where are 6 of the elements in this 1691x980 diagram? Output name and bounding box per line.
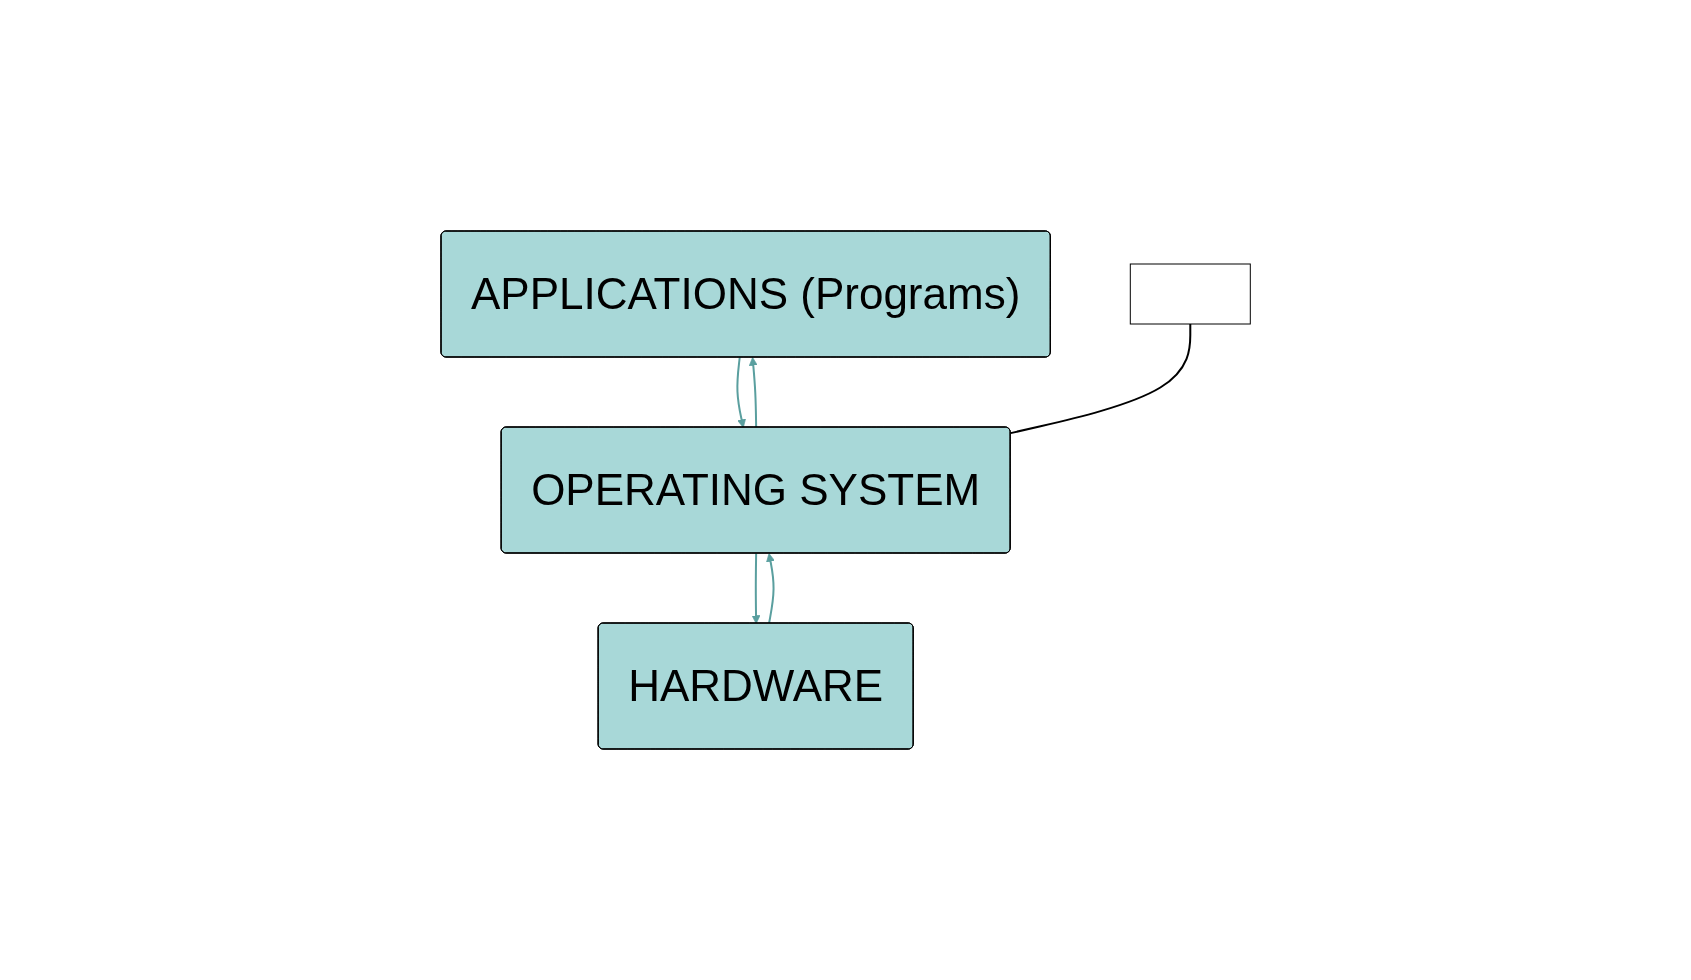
connector bbox=[1009, 323, 1192, 435]
arrow bbox=[751, 552, 761, 624]
node-box bbox=[1129, 263, 1251, 325]
arrow bbox=[766, 553, 775, 625]
arrow bbox=[736, 356, 746, 428]
arrow bbox=[748, 357, 758, 429]
